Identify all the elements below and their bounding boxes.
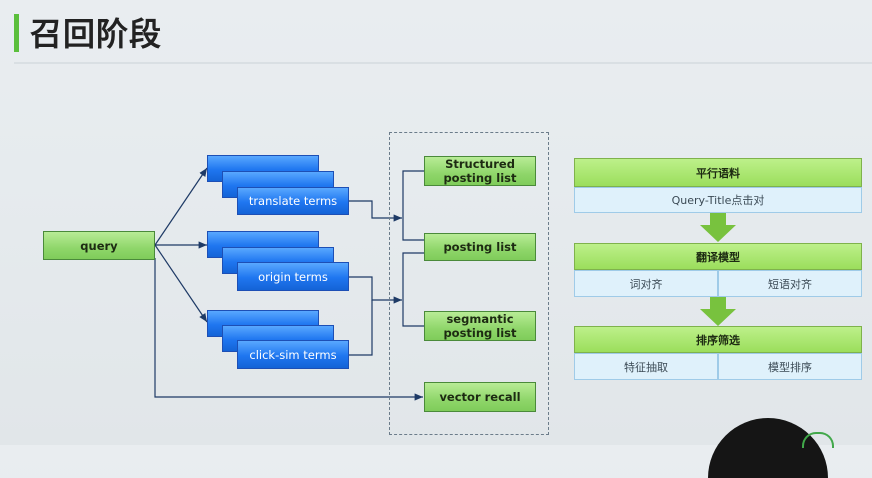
arrow-query-clicksim [154,244,208,323]
stage-cell-label: Query-Title点击对 [671,194,765,207]
posting-list-node: posting list [424,233,536,261]
arrow-origin-merge [349,276,402,304]
segmantic-posting-list-node: segmantic posting list [424,311,536,341]
query-label: query [80,238,118,253]
origin-terms-label: origin terms [258,269,328,284]
bracket-top [402,170,424,241]
stage-header-label: 排序筛选 [696,333,740,347]
logo-mark-icon [802,432,834,448]
bracket-bottom [402,252,424,327]
title-divider [14,62,872,64]
stage-cell-label: 短语对齐 [768,277,812,291]
stage-cell-phrase-align: 短语对齐 [718,270,862,297]
stage-header-label: 翻译模型 [696,250,740,264]
stage-cell-model-rank: 模型排序 [718,353,862,380]
clicksim-terms-label: click-sim terms [249,347,337,362]
stage-cell-label: 词对齐 [629,277,663,291]
vector-recall-label: vector recall [439,390,521,404]
stage-cell-label: 模型排序 [768,360,812,374]
stage-header-parallel-corpus: 平行语料 [574,158,862,187]
title-accent-bar [14,14,19,52]
arrow-query-translate [154,167,208,246]
slide-title: 召回阶段 [30,15,163,53]
segmantic-posting-line1: segmantic [446,312,514,326]
down-arrow-icon [700,297,736,326]
stage-cell-query-title: Query-Title点击对 [574,187,862,213]
stage-header-ranking-filter: 排序筛选 [574,326,862,353]
posting-list-label: posting list [443,240,517,254]
translate-terms-node: translate terms [237,187,349,215]
structured-posting-line2: posting list [443,171,517,185]
vector-recall-node: vector recall [424,382,536,412]
segmantic-posting-line2: posting list [443,326,517,340]
connector-lines [154,167,424,401]
translate-terms-label: translate terms [248,194,338,208]
structured-posting-list-node: Structured posting list [424,156,536,186]
arrow-query-vector [154,258,423,401]
down-arrow-icon [700,213,736,242]
posting-lists-container [389,132,549,435]
stage-cell-word-align: 词对齐 [574,270,718,297]
query-node: query [43,231,155,260]
origin-terms-node: origin terms [237,262,349,291]
stage-header-translation-model: 翻译模型 [574,243,862,270]
clicksim-terms-node: click-sim terms [237,340,349,369]
structured-posting-line1: Structured [445,157,515,171]
arrow-translate-merge [349,200,402,222]
stage-cell-feature-extract: 特征抽取 [574,353,718,380]
stage-header-label: 平行语料 [696,166,740,180]
line-clicksim-merge [349,300,373,356]
stage-cell-label: 特征抽取 [624,360,668,374]
